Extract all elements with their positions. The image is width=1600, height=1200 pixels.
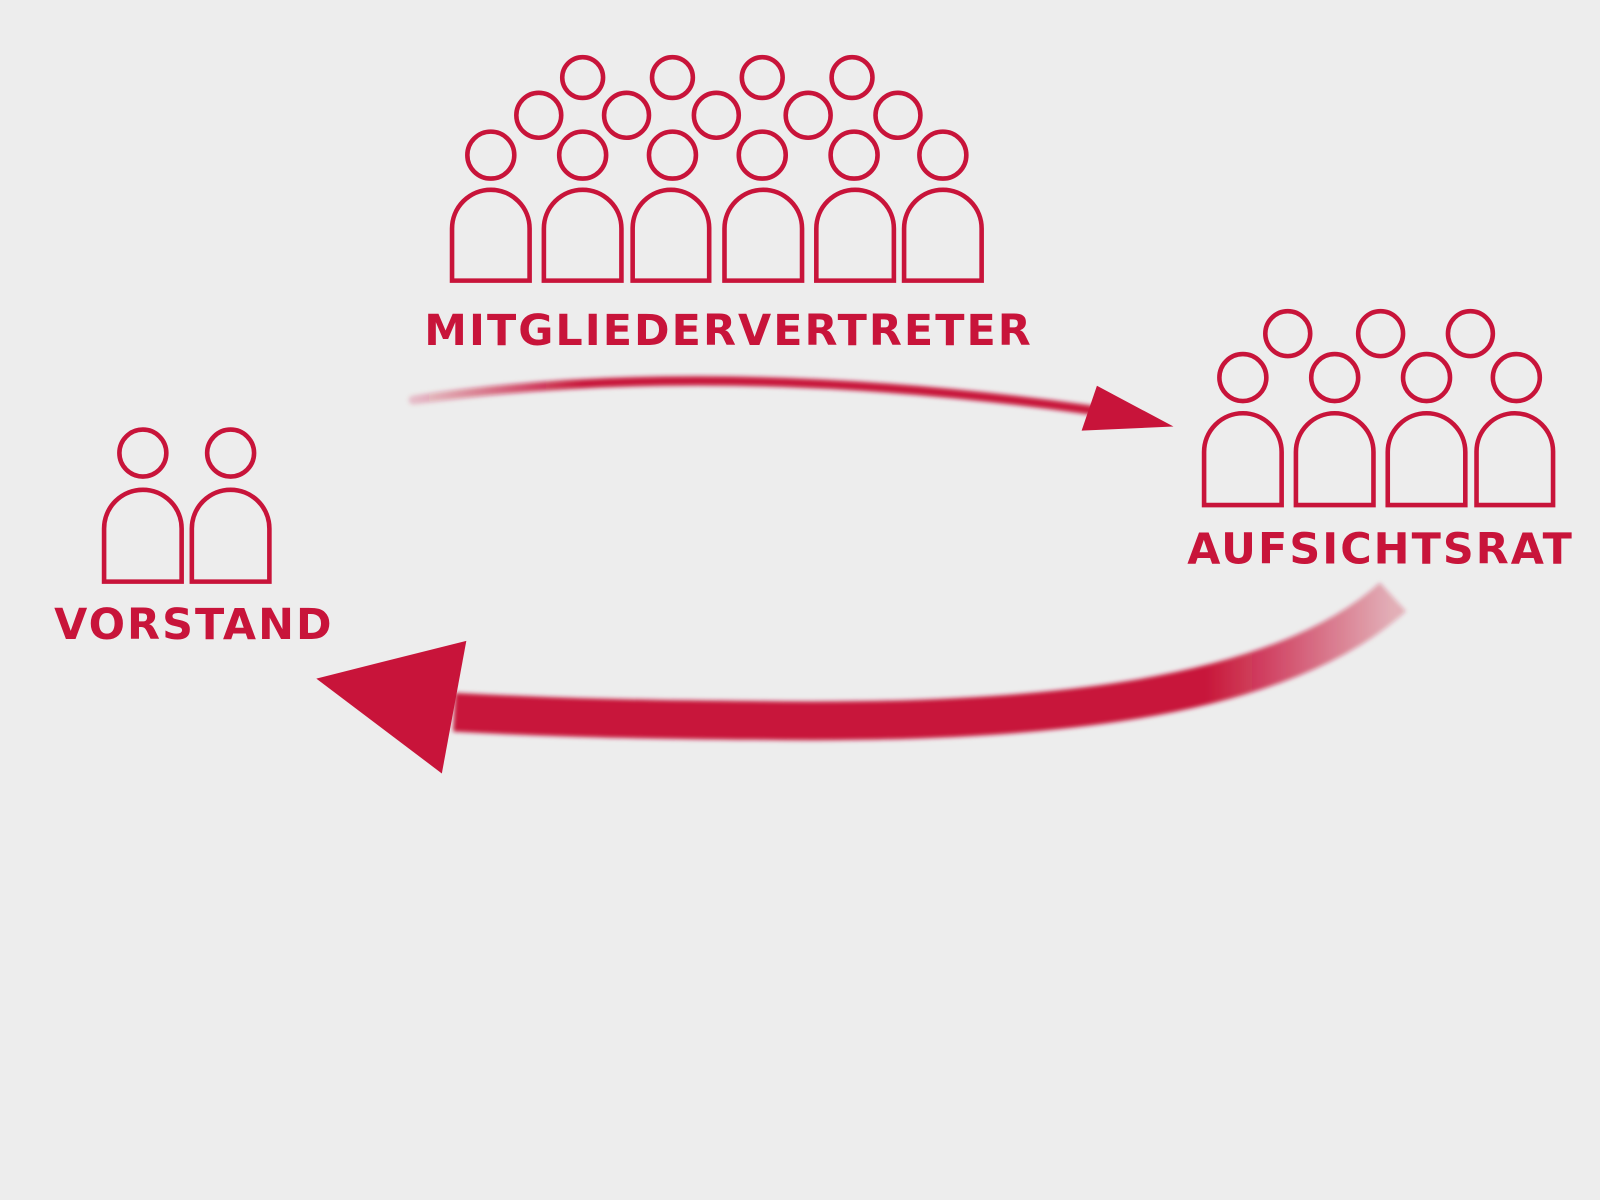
person-body-icon xyxy=(1474,410,1556,508)
arrowhead-icon xyxy=(316,640,467,774)
person-head-icon xyxy=(204,427,257,479)
person-head-icon xyxy=(559,54,606,101)
person-head-icon xyxy=(736,129,789,181)
arrow-aufsichtsrat-to-vorstand xyxy=(316,582,1406,774)
person-body-icon xyxy=(449,187,532,283)
mitgliedervertreter-label: MITGLIEDERVERTRETER xyxy=(424,306,1033,356)
person-body-icon xyxy=(541,187,624,283)
person-head-icon xyxy=(1263,308,1313,359)
arrowhead-icon xyxy=(1081,385,1174,431)
person-body-icon xyxy=(630,187,712,283)
person-head-icon xyxy=(739,54,785,101)
person-head-icon xyxy=(783,90,833,141)
person-head-icon xyxy=(117,427,169,479)
person-head-icon xyxy=(465,129,517,181)
person-body-icon xyxy=(1293,410,1376,508)
person-head-icon xyxy=(917,129,969,181)
person-head-icon xyxy=(1445,308,1496,359)
person-body-icon xyxy=(101,487,184,584)
person-head-icon xyxy=(1355,308,1406,359)
person-head-icon xyxy=(829,54,875,101)
person-head-icon xyxy=(514,90,564,141)
person-head-icon xyxy=(691,90,742,141)
arrow-mitglieder-to-aufsichtsrat xyxy=(408,376,1174,431)
person-head-icon xyxy=(646,129,699,181)
person-body-icon xyxy=(1385,410,1468,508)
person-body-icon xyxy=(814,187,897,283)
person-head-icon xyxy=(873,90,923,141)
person-head-icon xyxy=(649,54,696,101)
person-head-icon xyxy=(828,129,880,181)
person-head-icon xyxy=(601,90,652,141)
vorstand-group xyxy=(101,427,272,584)
person-body-icon xyxy=(722,187,805,283)
aufsichtsrat-label: AUFSICHTSRAT xyxy=(1187,524,1574,574)
mitgliedervertreter-group xyxy=(449,54,984,283)
person-head-icon xyxy=(1308,351,1361,404)
vorstand-label: VORSTAND xyxy=(54,600,333,650)
person-body-icon xyxy=(1201,410,1284,508)
person-head-icon xyxy=(556,129,609,181)
person-head-icon xyxy=(1400,351,1453,404)
person-head-icon xyxy=(1217,351,1269,404)
person-body-icon xyxy=(189,487,272,584)
person-body-icon xyxy=(901,187,984,283)
aufsichtsrat-group xyxy=(1201,308,1556,508)
person-head-icon xyxy=(1490,351,1543,404)
